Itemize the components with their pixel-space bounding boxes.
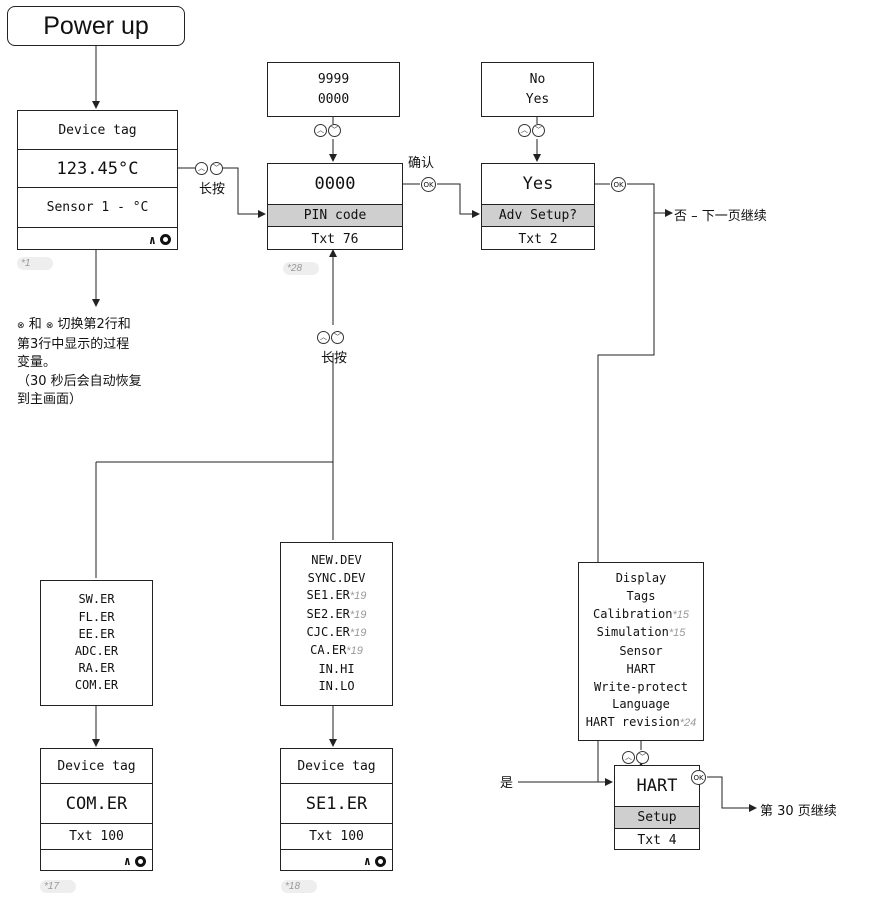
down-button-icon: ﹀ xyxy=(210,162,223,175)
power-up-label: Power up xyxy=(7,6,185,46)
caret-up-icon: ∧ xyxy=(148,232,156,247)
note-line-2: 第3行中显示的过程 xyxy=(17,336,130,352)
continue-page-30-label: 第 30 页继续 xyxy=(760,804,837,819)
down-button-icon: ﹀ xyxy=(532,124,545,137)
up-button-icon: ︿ xyxy=(622,751,635,764)
adv-options-box: No Yes xyxy=(481,62,594,117)
menu-item: Tags xyxy=(626,589,656,604)
lock-icon xyxy=(160,234,171,245)
menu-item: Sensor xyxy=(619,644,663,659)
adv-setup-display: Yes Adv Setup? Txt 2 xyxy=(481,163,595,250)
error-code-row: COM.ER xyxy=(41,783,152,823)
alarm-item: SE1.ER*19 xyxy=(306,588,367,603)
adv-txt-row: Txt 2 xyxy=(482,226,594,251)
pin-value-row: 0000 xyxy=(314,174,356,194)
up-button-icon: ︿ xyxy=(195,162,208,175)
menu-item: Display xyxy=(615,571,667,586)
pin-label-row: PIN code xyxy=(268,204,402,226)
up-button-icon: ︿ xyxy=(518,124,531,137)
ok-button-icon: OK xyxy=(421,177,436,192)
yes-label: 是 xyxy=(500,776,514,791)
menu-item: Write-protect xyxy=(594,679,688,694)
adv-value-row: Yes xyxy=(522,174,554,194)
hart-value-row: HART xyxy=(636,776,678,796)
status-icons-row: ∧ xyxy=(281,849,392,872)
hart-txt-row: Txt 4 xyxy=(615,828,699,851)
error-display: Device tag COM.ER Txt 100 ∧ xyxy=(40,748,153,871)
error-item: COM.ER xyxy=(74,678,119,693)
error-item: SW.ER xyxy=(78,592,115,607)
device-tag-row: Device tag xyxy=(297,758,376,774)
footnote-tag: *28 xyxy=(283,262,319,275)
hart-display: HART Setup Txt 4 xyxy=(614,765,700,850)
down-button-icon: ﹀ xyxy=(636,751,649,764)
alarm-item: CJC.ER*19 xyxy=(306,625,367,639)
adv-option: Yes xyxy=(525,91,550,107)
adv-label-row: Adv Setup? xyxy=(482,204,594,226)
note-line-1: ⊗ 和 ⊗ 切换第2行和 xyxy=(17,317,131,332)
error-item: ADC.ER xyxy=(74,644,119,658)
pin-option: 0000 xyxy=(317,91,350,107)
footnote-tag: *1 xyxy=(17,257,53,270)
pin-txt-row: Txt 76 xyxy=(268,226,402,251)
hart-label-row: Setup xyxy=(615,806,699,828)
up-arrow-icon: ⊗ xyxy=(17,321,25,331)
sensor-row: Sensor 1 - °C xyxy=(18,187,177,227)
process-value-row: 123.45°C xyxy=(18,149,177,187)
menu-item: Language xyxy=(612,697,670,712)
footnote-tag: *18 xyxy=(281,880,317,893)
long-press-label: 长按 xyxy=(199,182,226,197)
down-button-icon: ﹀ xyxy=(331,331,344,344)
main-display: Device tag 123.45°C Sensor 1 - °C ∧ xyxy=(17,110,178,250)
ok-button-icon: OK xyxy=(611,177,626,192)
menu-item: HART xyxy=(626,661,656,676)
error-item: RA.ER xyxy=(78,661,115,676)
no-next-page-label: 否 – 下一页继续 xyxy=(674,209,767,224)
navigation-note: ⊗ 和 ⊗ 切换第2行和 第3行中显示的过程 变量。 （30 秒后会自动恢复 到… xyxy=(17,316,142,410)
alarm-item: SYNC.DEV xyxy=(307,570,366,585)
device-tag-row: Device tag xyxy=(58,122,137,138)
note-line-4: （30 秒后会自动恢复 xyxy=(17,373,142,389)
alarm-display: Device tag SE1.ER Txt 100 ∧ xyxy=(280,748,393,871)
alarm-list-box: NEW.DEV SYNC.DEV SE1.ER*19 SE2.ER*19 CJC… xyxy=(280,542,393,706)
down-button-icon: ﹀ xyxy=(328,124,341,137)
lock-icon xyxy=(135,855,146,867)
alarm-item: SE2.ER*19 xyxy=(306,606,367,621)
alarm-code-row: SE1.ER xyxy=(281,783,392,823)
caret-up-icon: ∧ xyxy=(363,854,371,868)
status-icons-row: ∧ xyxy=(18,227,177,251)
long-press-label: 长按 xyxy=(321,351,348,366)
pin-options-box: 9999 0000 xyxy=(267,62,400,117)
alarm-txt-row: Txt 100 xyxy=(281,823,392,849)
caret-up-icon: ∧ xyxy=(123,854,131,868)
up-button-icon: ︿ xyxy=(314,124,327,137)
note-line-5: 到主画面） xyxy=(17,392,83,407)
pin-option: 9999 xyxy=(317,71,350,87)
menu-item: HART revision*24 xyxy=(585,714,697,729)
menu-item: Calibration*15 xyxy=(592,606,689,621)
alarm-item: IN.LO xyxy=(318,679,355,694)
error-item: FL.ER xyxy=(78,609,115,624)
up-button-icon: ︿ xyxy=(317,331,330,344)
alarm-item: CA.ER*19 xyxy=(310,643,363,658)
error-item: EE.ER xyxy=(78,626,115,641)
device-tag-row: Device tag xyxy=(57,758,136,774)
alarm-item: NEW.DEV xyxy=(311,553,362,568)
confirm-label: 确认 xyxy=(408,156,435,171)
pin-display: 0000 PIN code Txt 76 xyxy=(267,163,403,250)
lock-icon xyxy=(375,855,386,867)
error-list-box: SW.ER FL.ER EE.ER ADC.ER RA.ER COM.ER xyxy=(40,580,153,706)
note-line-3: 变量。 xyxy=(17,355,57,370)
adv-option: No xyxy=(529,71,546,87)
down-arrow-icon: ⊗ xyxy=(45,321,54,331)
status-icons-row: ∧ xyxy=(41,849,152,872)
footnote-tag: *17 xyxy=(40,880,76,893)
alarm-item: IN.HI xyxy=(318,661,355,676)
error-txt-row: Txt 100 xyxy=(41,823,152,849)
ok-button-icon: OK xyxy=(691,770,706,785)
setup-menu-box: Display Tags Calibration*15 Simulation*1… xyxy=(578,562,704,741)
menu-item: Simulation*15 xyxy=(596,625,686,640)
